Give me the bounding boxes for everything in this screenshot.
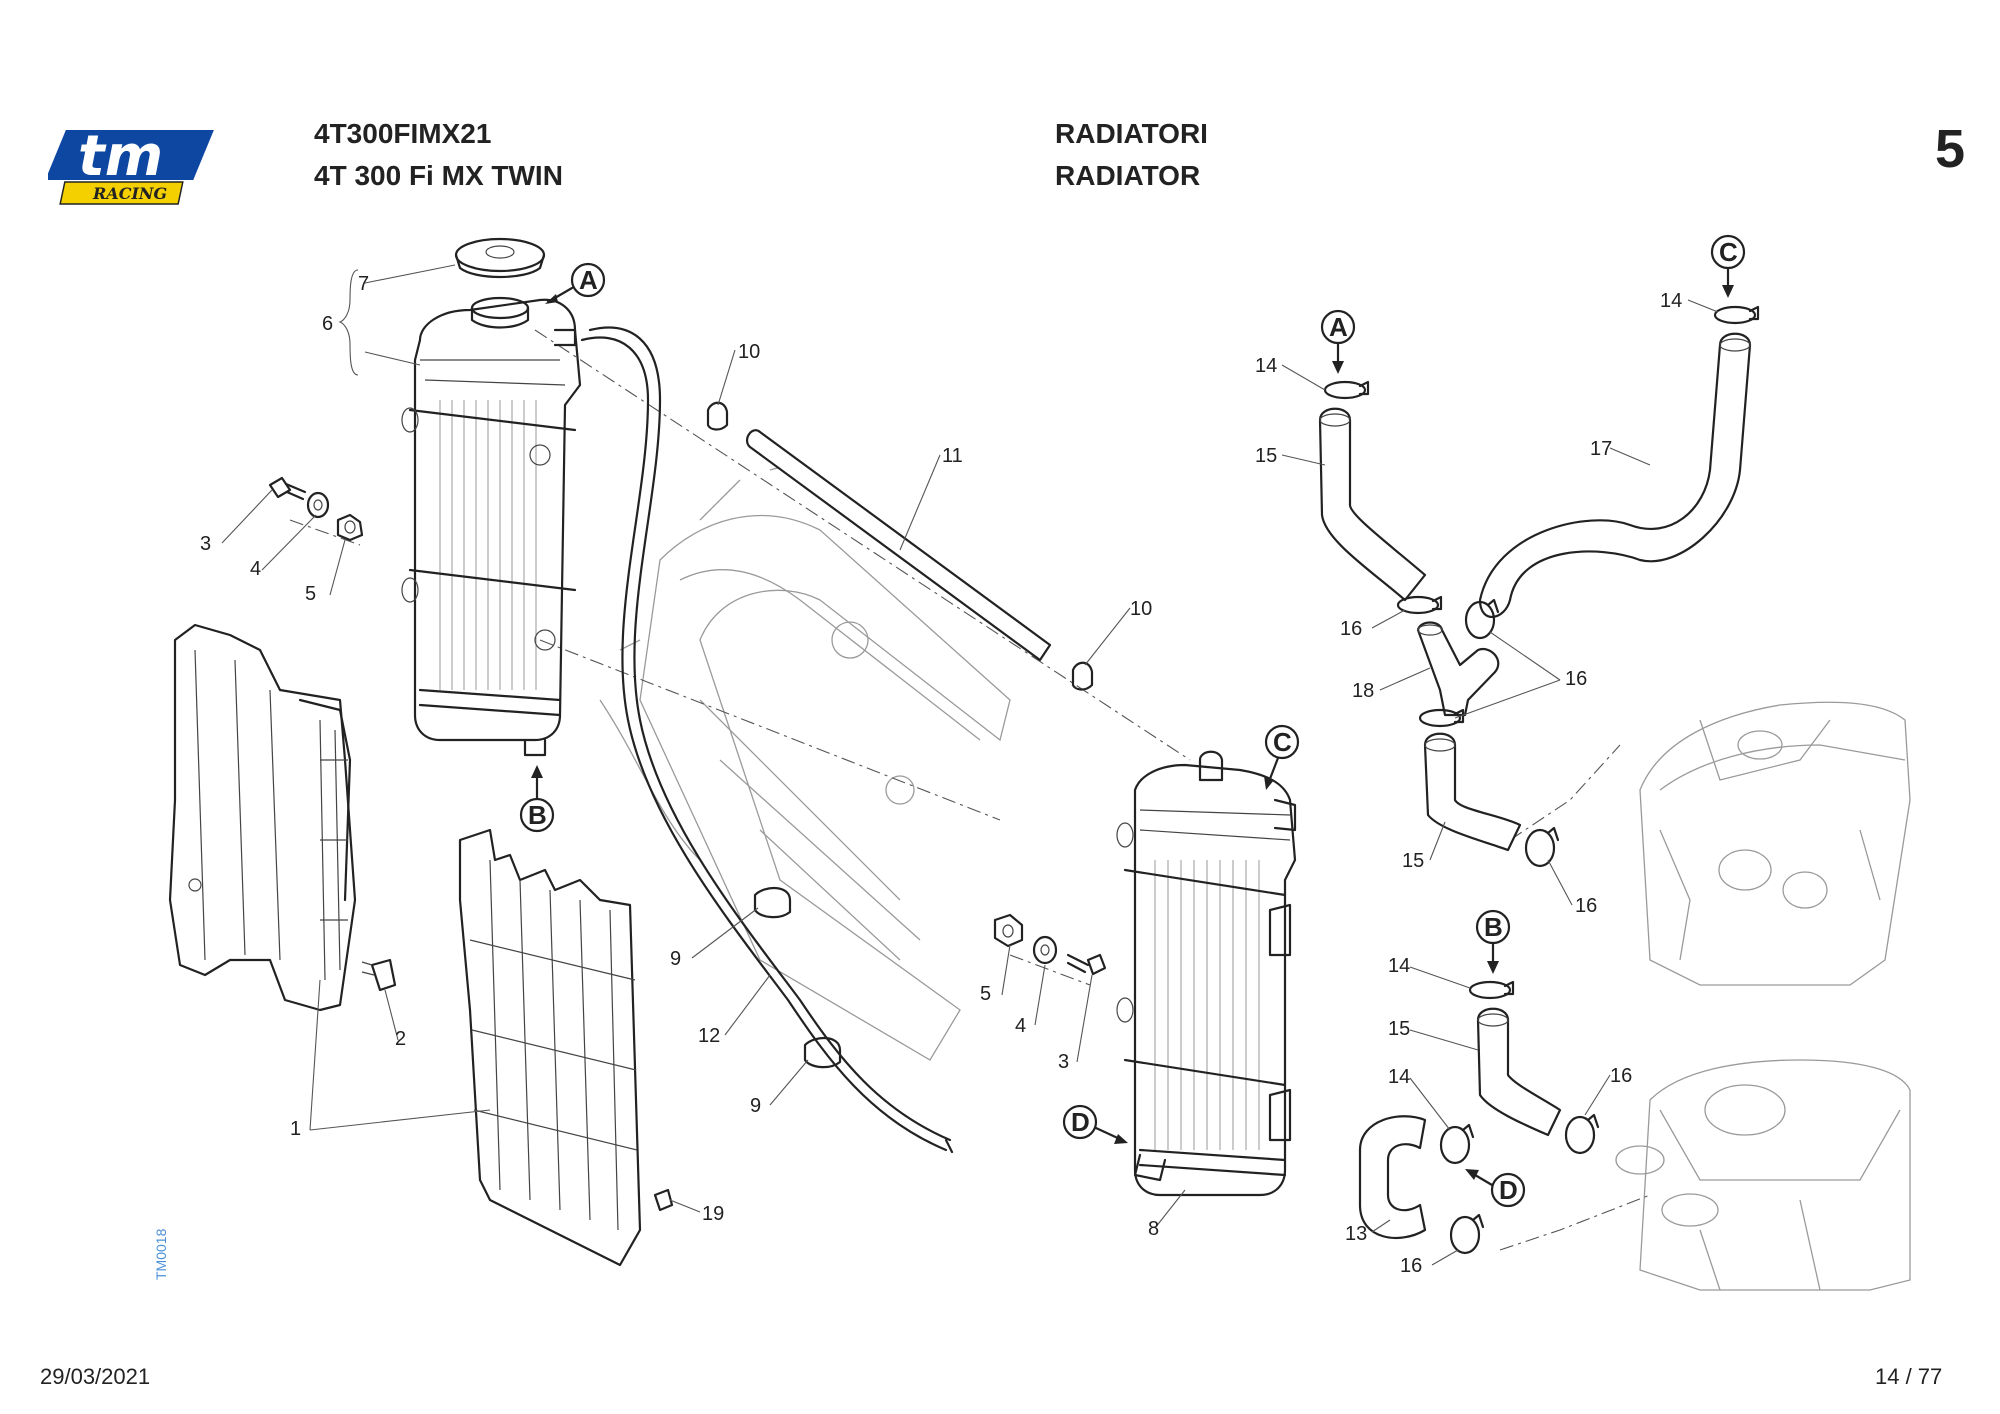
- ref-marker-c-right: C: [1264, 724, 1300, 790]
- section-title-en: RADIATOR: [1055, 160, 1201, 191]
- callout-6: 6: [322, 313, 333, 335]
- clamp-14-b: [1468, 980, 1515, 1000]
- hose-clamps: [1323, 305, 1760, 1255]
- tube-clips: [753, 887, 842, 1069]
- callout-9-lower: 9: [750, 1095, 761, 1117]
- callout-16-pair: 16: [1565, 668, 1587, 690]
- ref-marker-b-left: B: [519, 765, 555, 833]
- footer-page-number: 14 / 77: [1875, 1364, 1943, 1389]
- ref-marker-c-hose: C: [1710, 234, 1746, 298]
- left-mounting-hardware: [268, 476, 364, 542]
- model-code: 4T300FIMX21: [314, 118, 492, 149]
- radiator-cap: [454, 237, 546, 279]
- callout-10-lower: 10: [1130, 598, 1152, 620]
- ref-marker-d-hose: D: [1465, 1169, 1526, 1208]
- clamp-14-c: [1713, 305, 1760, 325]
- section-title-it: RADIATORI: [1055, 118, 1208, 149]
- footer-date: 29/03/2021: [40, 1364, 151, 1389]
- callout-2: 2: [395, 1028, 406, 1050]
- ref-letter-d-hose: D: [1499, 1175, 1518, 1205]
- callout-8: 8: [1148, 1218, 1159, 1240]
- hose-13: [1358, 1115, 1427, 1240]
- hose-15-lower: [1476, 1007, 1562, 1137]
- callout-19: 19: [702, 1203, 724, 1225]
- callout-16-upper: 16: [1340, 618, 1362, 640]
- clamp-16-f: [1449, 1213, 1485, 1255]
- clamp-14-a: [1323, 380, 1370, 400]
- callout-14-c: 14: [1660, 290, 1682, 312]
- frame-outline: [599, 466, 1011, 1061]
- ref-letter-a: A: [579, 265, 598, 295]
- left-radiator: [401, 296, 582, 757]
- clamp-14-d: [1439, 1123, 1475, 1165]
- ref-letter-c-hose: C: [1719, 237, 1738, 267]
- tm-racing-logo-icon: tm RACING: [45, 124, 214, 205]
- callout-16-bottom: 16: [1400, 1255, 1422, 1277]
- callout-13: 13: [1345, 1223, 1367, 1245]
- callout-7: 7: [358, 273, 369, 295]
- clamp-16-c: [1418, 708, 1465, 728]
- callout-14-d: 14: [1388, 1066, 1410, 1088]
- hose-15-middle: [1423, 732, 1522, 852]
- callout-17: 17: [1590, 438, 1612, 460]
- hose-y-connector: [1416, 621, 1500, 717]
- model-name: 4T 300 Fi MX TWIN: [314, 160, 563, 191]
- ref-marker-d-right: D: [1062, 1104, 1128, 1144]
- ref-marker-a-hose: A: [1320, 309, 1356, 374]
- shroud-fastener: [361, 958, 397, 992]
- callout-10-upper: 10: [738, 341, 760, 363]
- callout-15-upper: 15: [1255, 445, 1277, 467]
- callout-1: 1: [290, 1118, 301, 1140]
- ref-marker-b-hose: B: [1475, 909, 1511, 974]
- assembly-center-lines: [289, 329, 1651, 1251]
- callout-16-lower: 16: [1610, 1065, 1632, 1087]
- callout-15-lower: 15: [1388, 1018, 1410, 1040]
- callout-5-left: 5: [305, 583, 316, 605]
- callout-4-right: 4: [1015, 1015, 1026, 1037]
- callout-3-right: 3: [1058, 1051, 1069, 1073]
- callout-18: 18: [1352, 680, 1374, 702]
- callout-14-b: 14: [1388, 955, 1410, 977]
- clamp-16-e: [1564, 1113, 1600, 1155]
- clamp-16-b: [1464, 598, 1500, 640]
- callout-16-middle: 16: [1575, 895, 1597, 917]
- ref-letter-d: D: [1071, 1107, 1090, 1137]
- ref-marker-a-left: A: [545, 262, 606, 304]
- section-number: 5: [1935, 119, 1966, 179]
- callout-15-middle: 15: [1402, 850, 1424, 872]
- breather-clips: [706, 401, 1094, 691]
- ref-letter-b: B: [528, 800, 547, 830]
- tm-racing-logo: tm RACING: [45, 120, 218, 210]
- logo-sub-text: RACING: [92, 184, 167, 203]
- callout-4-left: 4: [250, 558, 261, 580]
- ref-letter-a-hose: A: [1329, 312, 1348, 342]
- breather-tube: [745, 429, 1052, 662]
- hose-17: [1478, 332, 1752, 618]
- ref-letter-c: C: [1273, 727, 1292, 757]
- grille-clip: [653, 1188, 674, 1212]
- leader-lines: [221, 264, 1719, 1266]
- callout-3-left: 3: [200, 533, 211, 555]
- overflow-tube: [580, 326, 954, 1154]
- right-radiator: [1116, 750, 1297, 1197]
- callout-9-upper: 9: [670, 948, 681, 970]
- hose-15-upper: [1318, 407, 1427, 602]
- ref-letter-b-hose: B: [1484, 912, 1503, 942]
- callout-5-right: 5: [980, 983, 991, 1005]
- callout-11: 11: [942, 445, 963, 467]
- radiator-shroud: [168, 623, 357, 1012]
- drawing-code-watermark: TM0018: [153, 1228, 169, 1280]
- right-mounting-hardware: [993, 913, 1107, 976]
- logo-main-text: tm: [78, 124, 163, 189]
- clamp-16-a: [1396, 595, 1443, 615]
- callout-numbers: 7 6 3 4 5 2 1 19 10 11 10 9 12 9 8 5 4 3…: [200, 273, 1682, 1277]
- engine-outline: [1615, 701, 1911, 1291]
- callout-12: 12: [698, 1025, 720, 1047]
- callout-14-a: 14: [1255, 355, 1277, 377]
- radiator-grille: [458, 828, 642, 1267]
- clamp-16-d: [1524, 826, 1560, 868]
